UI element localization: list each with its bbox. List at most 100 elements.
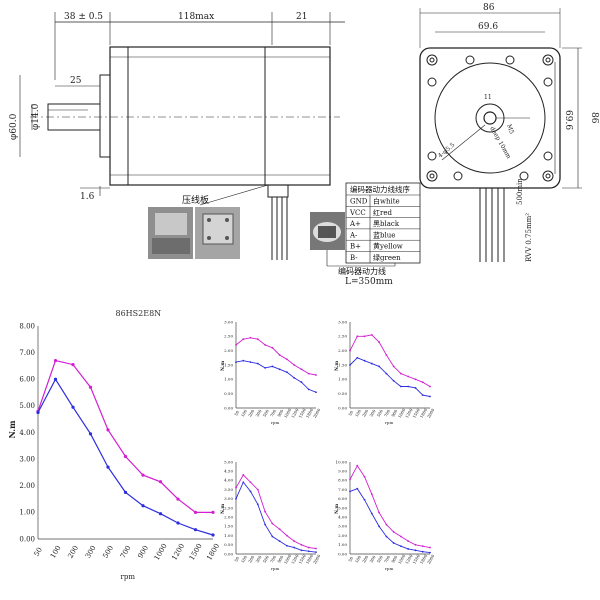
y-tick-label: 2.00	[224, 348, 233, 353]
dim-38: 38 ± 0.5	[64, 12, 103, 22]
data-point	[307, 550, 310, 553]
wire-color: 绿green	[373, 253, 401, 262]
data-point	[414, 549, 417, 552]
x-tick-label: 1500	[188, 542, 204, 561]
wire-color: 蓝blue	[373, 230, 395, 239]
series-line-1	[349, 464, 431, 549]
wire-signal: B-	[350, 254, 358, 262]
x-tick-label: 50	[233, 409, 240, 416]
data-point	[264, 344, 266, 346]
data-point	[271, 522, 274, 525]
y-tick-label: 4.00	[224, 478, 233, 483]
x-tick-label: 300	[254, 408, 262, 418]
data-point	[193, 510, 198, 514]
series-line-2	[235, 360, 317, 393]
x-tick-label: 700	[119, 544, 133, 560]
data-point	[392, 531, 395, 533]
x-tick-label: 900	[136, 544, 150, 560]
wire-table-title: 编码器动力线线序	[350, 184, 410, 194]
wire-signal: A-	[349, 231, 358, 239]
x-tick-label: 1000	[397, 553, 407, 565]
dim-86-top: 86	[483, 3, 495, 13]
x-axis-label: rpm	[385, 566, 393, 571]
x-tick-label: 1000	[283, 407, 293, 419]
data-point	[400, 385, 402, 388]
y-tick-label: 1.00	[224, 533, 233, 538]
data-point	[421, 550, 424, 553]
data-point	[315, 551, 317, 554]
data-point	[53, 359, 58, 363]
x-tick-label: 1800	[305, 407, 315, 419]
x-tick-label: 500	[262, 408, 270, 418]
data-point	[363, 498, 366, 501]
data-point	[363, 359, 366, 362]
series-line-1	[235, 337, 317, 376]
data-point	[370, 362, 373, 365]
front-view-drawing	[419, 8, 582, 262]
data-point	[256, 488, 259, 491]
y-tick-label: 3.00	[224, 496, 233, 501]
data-point	[293, 377, 296, 379]
data-point	[378, 341, 380, 343]
x-tick-label: 1000	[397, 407, 407, 419]
data-point	[429, 551, 431, 554]
y-tick-label: 2.00	[19, 482, 35, 490]
x-tick-label: 50	[33, 546, 44, 558]
wire-color: 黄yellow	[373, 242, 403, 251]
x-tick-label: 100	[354, 408, 362, 418]
x-tick-label: 2000	[426, 407, 436, 419]
x-tick-label: 300	[368, 554, 376, 564]
y-tick-label: 2.00	[338, 348, 347, 353]
series-line-1	[349, 334, 431, 387]
data-point	[176, 497, 180, 501]
x-tick-label: 1000	[283, 553, 293, 565]
y-tick-label: 4.00	[338, 515, 347, 520]
y-tick-label: 1.00	[338, 377, 347, 382]
data-point	[363, 475, 366, 478]
data-point	[249, 361, 252, 364]
data-point	[300, 543, 303, 546]
data-point	[385, 523, 388, 526]
x-tick-label: 1800	[205, 542, 221, 561]
x-tick-label: 500	[262, 554, 270, 564]
data-point	[421, 545, 424, 548]
data-point	[370, 493, 373, 496]
data-point	[235, 344, 237, 346]
data-point	[271, 346, 274, 349]
series-line-2	[235, 481, 317, 553]
side-view-drawing	[19, 12, 345, 260]
lead-spec: RVV 0.75mm²	[525, 213, 533, 262]
data-point	[286, 534, 288, 537]
lead-length: 500min	[516, 178, 524, 205]
data-point	[211, 510, 215, 514]
x-tick-label: 1000	[153, 542, 169, 561]
y-tick-label: 0.00	[224, 551, 233, 556]
data-point	[356, 464, 359, 467]
x-tick-label: 700	[383, 408, 391, 418]
x-tick-label: 1200	[290, 407, 300, 419]
y-tick-label: 4.50	[224, 469, 233, 474]
y-tick-label: 2.50	[224, 505, 233, 510]
x-tick-label: 200	[247, 554, 255, 564]
data-point	[414, 543, 417, 546]
data-point	[307, 372, 310, 375]
data-point	[242, 481, 245, 484]
y-tick-label: 3.50	[224, 487, 233, 492]
encoder-cable-label: 编码器动力线	[338, 266, 386, 276]
data-point	[88, 432, 93, 436]
wire-color: 红red	[373, 208, 392, 217]
dim-m5: M5	[505, 123, 515, 135]
series-line-1	[235, 474, 317, 549]
y-tick-label: 2.50	[338, 334, 347, 339]
x-tick-label: 2000	[312, 553, 322, 565]
x-tick-label: 100	[49, 544, 63, 560]
dim-11: 11	[484, 94, 492, 101]
x-tick-label: 300	[368, 408, 376, 418]
y-axis-label: N.m	[334, 361, 340, 371]
wire-signal: GND	[350, 198, 368, 206]
